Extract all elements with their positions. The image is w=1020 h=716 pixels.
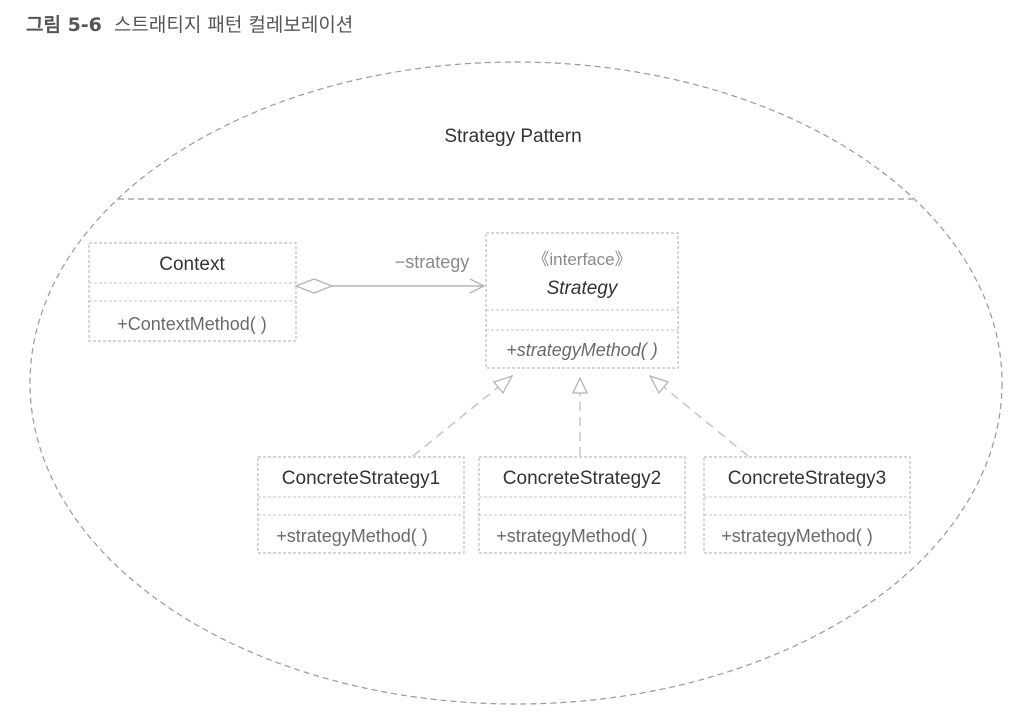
strategy-stereotype: 《interface》 — [532, 250, 631, 269]
realization-triangle-3 — [648, 374, 670, 395]
concrete-strategy-2-name: ConcreteStrategy2 — [503, 468, 661, 489]
strategy-interface: 《interface》 Strategy +strategyMethod( ) — [485, 232, 679, 369]
context-class-box — [88, 242, 297, 342]
concrete-strategy-2-method: +strategyMethod( ) — [496, 526, 648, 546]
concrete-strategy-3-method: +strategyMethod( ) — [721, 526, 873, 546]
strategy-interface-box — [485, 232, 679, 369]
association-role: −strategy — [395, 252, 470, 272]
figure-caption: 그림 5-6 스트래티지 패턴 컬레보레이션 — [26, 10, 353, 37]
concrete-strategy-3-name: ConcreteStrategy3 — [728, 468, 886, 489]
strategy-interface-name: Strategy — [547, 278, 619, 299]
aggregation-diamond — [294, 278, 334, 294]
realization-arrows — [412, 374, 749, 457]
figure-number: 그림 5-6 — [26, 14, 102, 36]
realization-triangle-1 — [492, 374, 514, 395]
context-method: +ContextMethod( ) — [117, 314, 267, 334]
aggregation-association: −strategy — [294, 252, 486, 294]
association-arrowhead — [469, 278, 486, 294]
collaboration-ellipse — [29, 61, 1003, 705]
concrete-strategy-2-box — [478, 456, 686, 554]
context-class: Context +ContextMethod( ) — [88, 242, 297, 342]
concrete-strategy-1-name: ConcreteStrategy1 — [282, 468, 440, 489]
concrete-strategy-1-box — [257, 456, 465, 554]
figure-title: 스트래티지 패턴 컬레보레이션 — [113, 14, 354, 36]
strategy-method: +strategyMethod( ) — [506, 340, 658, 360]
collaboration-name: Strategy Pattern — [444, 126, 581, 147]
concrete-strategy-3-class: ConcreteStrategy3 +strategyMethod( ) — [703, 456, 911, 554]
realization-triangle-2 — [571, 376, 589, 394]
realization-line-1 — [412, 383, 503, 457]
concrete-strategy-1-method: +strategyMethod( ) — [276, 526, 428, 546]
concrete-strategy-2-class: ConcreteStrategy2 +strategyMethod( ) — [478, 456, 686, 554]
context-class-name: Context — [159, 254, 225, 275]
concrete-strategy-1-class: ConcreteStrategy1 +strategyMethod( ) — [257, 456, 465, 554]
realization-line-3 — [659, 383, 749, 457]
concrete-strategy-3-box — [703, 456, 911, 554]
